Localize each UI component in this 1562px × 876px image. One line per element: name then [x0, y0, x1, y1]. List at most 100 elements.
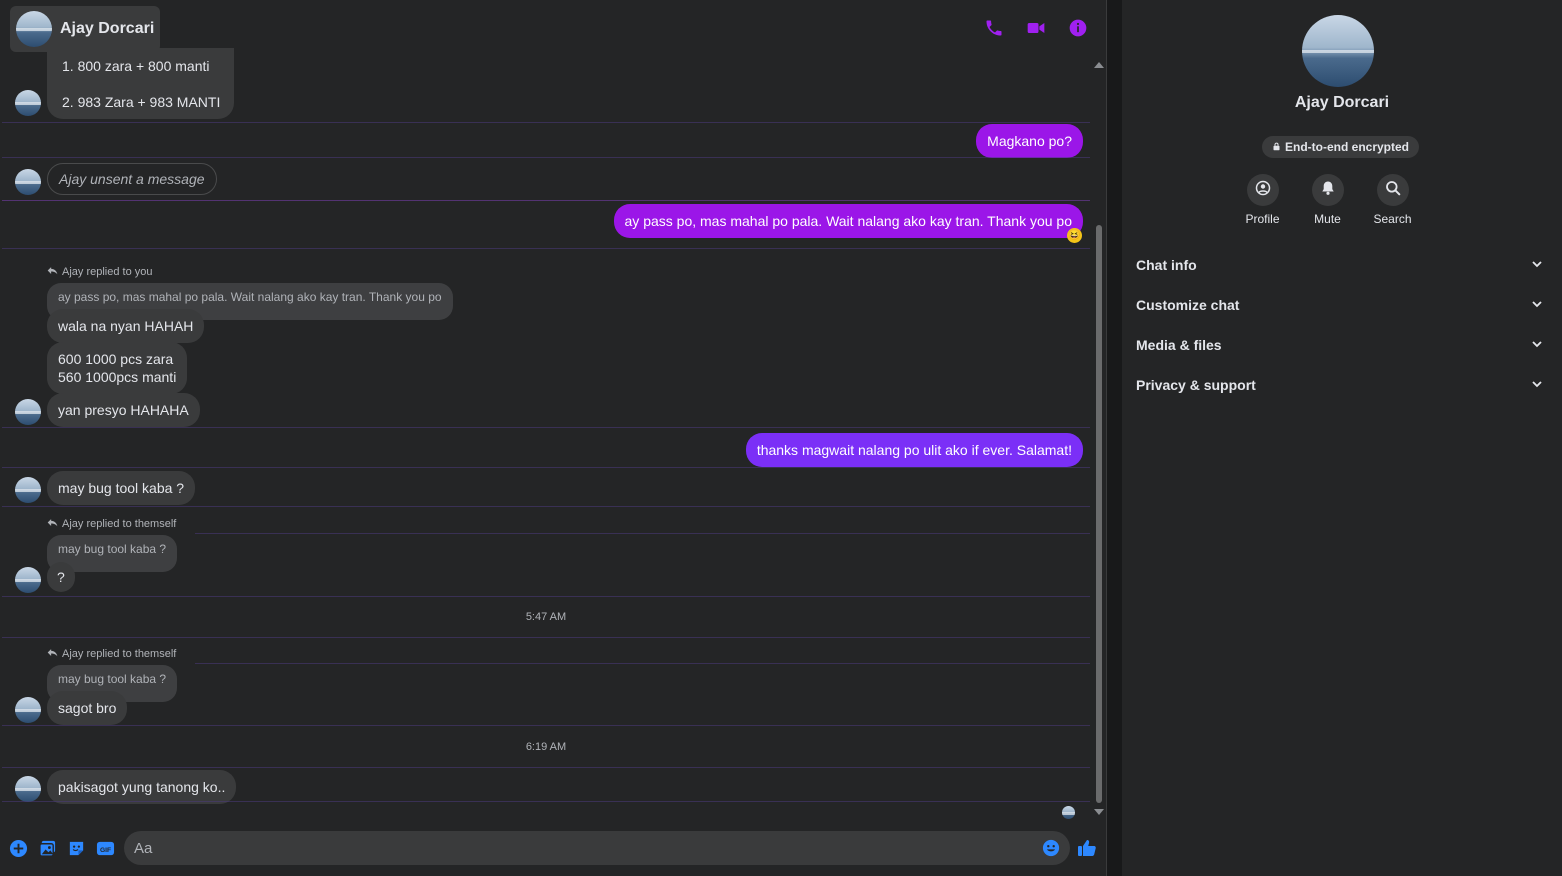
divider — [2, 637, 1090, 638]
contact-name: Ajay Dorcari — [60, 20, 155, 37]
reply-note-text: Ajay replied to themself — [62, 648, 177, 660]
mute-button[interactable]: Mute — [1307, 174, 1348, 226]
divider — [2, 427, 1090, 428]
contact-profile-name: Ajay Dorcari — [1294, 94, 1390, 111]
reply-indicator: Ajay replied to themself — [47, 647, 176, 661]
profile-button-circle — [1246, 174, 1279, 206]
menu-item-label: Privacy & support — [1136, 377, 1256, 393]
message-bubble[interactable]: sagot bro — [47, 691, 128, 725]
message-bubble-outgoing[interactable]: Magkano po? — [976, 124, 1083, 158]
timestamp: 6:19 AM — [525, 741, 567, 753]
search-label: Search — [1373, 212, 1412, 226]
image-icon[interactable] — [38, 839, 57, 858]
thumbs-up-icon[interactable] — [1077, 838, 1097, 858]
message-bubble[interactable]: yan presyo HAHAHA — [47, 393, 200, 427]
seen-receipt-avatar — [1062, 806, 1075, 819]
sticker-icon[interactable] — [67, 839, 86, 858]
encryption-badge[interactable]: End-to-end encrypted — [1262, 136, 1420, 158]
message-bubble[interactable]: 1. 800 zara + 800 manti 2. 983 Zara + 98… — [47, 48, 235, 119]
message-bubble-outgoing[interactable]: thanks magwait nalang po ulit ako if eve… — [745, 433, 1083, 467]
profile-button[interactable]: Profile — [1242, 174, 1283, 226]
divider — [195, 533, 1090, 534]
menu-item-media-files[interactable]: Media & files — [1122, 325, 1562, 365]
reply-icon — [47, 517, 58, 531]
quoted-message[interactable]: ay pass po, mas mahal po pala. Wait nala… — [47, 283, 453, 320]
scroll-down-arrow-icon[interactable] — [1094, 809, 1104, 815]
divider — [2, 122, 1090, 123]
quoted-text: may bug tool kaba ? — [58, 542, 167, 556]
message-text: 600 1000 pcs zara — [58, 351, 174, 367]
menu-item-customize-chat[interactable]: Customize chat — [1122, 285, 1562, 325]
divider — [195, 663, 1090, 664]
menu-item-privacy-support[interactable]: Privacy & support — [1122, 365, 1562, 405]
info-icon[interactable] — [1068, 18, 1088, 38]
contact-avatar — [16, 11, 52, 47]
message-text: 1. 800 zara + 800 manti — [62, 58, 210, 74]
search-button[interactable]: Search — [1372, 174, 1413, 226]
menu-item-label: Media & files — [1136, 337, 1222, 353]
quoted-text: may bug tool kaba ? — [58, 672, 167, 686]
message-text: pakisagot yung tanong ko.. — [58, 779, 226, 795]
scroll-up-arrow-icon[interactable] — [1094, 62, 1104, 68]
divider — [2, 467, 1090, 468]
message-input[interactable] — [134, 831, 1034, 865]
message-text: thanks magwait nalang po ulit ako if eve… — [756, 442, 1072, 458]
divider — [2, 596, 1090, 597]
divider — [2, 801, 1090, 802]
chevron-down-icon — [1530, 337, 1544, 354]
video-icon[interactable] — [1026, 18, 1046, 38]
scroll-thumb[interactable] — [1096, 225, 1102, 803]
reply-icon — [47, 265, 58, 279]
message-bubble[interactable]: wala na nyan HAHAH — [47, 309, 205, 343]
menu-item-chat-info[interactable]: Chat info — [1122, 245, 1562, 285]
message-bubble[interactable]: 600 1000 pcs zara 560 1000pcs manti — [47, 342, 188, 394]
message-composer: GIF — [0, 828, 1106, 868]
chevron-down-icon — [1530, 377, 1544, 394]
emoji-icon[interactable] — [1042, 839, 1060, 857]
quoted-message[interactable]: may bug tool kaba ? — [47, 535, 178, 572]
chat-scrollbar[interactable] — [1094, 60, 1104, 820]
chat-pane: Ajay Dorcari 1. 800 zara + 800 manti 2. … — [0, 0, 1107, 876]
profile-label: Profile — [1245, 212, 1280, 226]
reply-icon — [47, 647, 58, 661]
reaction-emoji[interactable]: 😆 — [1067, 228, 1082, 243]
message-bubble[interactable]: may bug tool kaba ? — [47, 471, 196, 505]
divider — [2, 767, 1090, 768]
unsent-message: Ajay unsent a message — [47, 163, 217, 195]
unsent-text: Ajay unsent a message — [59, 171, 205, 187]
gif-icon[interactable]: GIF — [96, 839, 115, 858]
profile-actions: Profile Mute Search — [1242, 174, 1413, 226]
message-bubble[interactable]: pakisagot yung tanong ko.. — [47, 770, 237, 804]
plus-icon[interactable] — [9, 839, 28, 858]
divider — [2, 725, 1090, 726]
profile-icon — [1255, 180, 1271, 201]
chevron-down-icon — [1530, 297, 1544, 314]
reply-note-text: Ajay replied to you — [62, 266, 153, 278]
message-text: sagot bro — [58, 700, 117, 716]
message-text: may bug tool kaba ? — [58, 480, 185, 496]
lock-icon — [1272, 140, 1281, 154]
message-text: ? — [57, 569, 65, 585]
mute-button-circle — [1311, 174, 1344, 206]
reply-note-text: Ajay replied to themself — [62, 518, 177, 530]
message-bubble[interactable]: ? — [47, 562, 75, 592]
timestamp: 5:47 AM — [525, 611, 567, 623]
message-text: Magkano po? — [987, 133, 1072, 149]
conversation-details-panel: Ajay Dorcari End-to-end encrypted Profil… — [1122, 0, 1562, 876]
contact-profile-avatar[interactable] — [1302, 15, 1374, 87]
menu-item-label: Customize chat — [1136, 297, 1240, 313]
menu-item-label: Chat info — [1136, 257, 1197, 273]
reply-indicator: Ajay replied to themself — [47, 517, 176, 531]
bell-icon — [1320, 180, 1336, 201]
message-text: ay pass po, mas mahal po pala. Wait nala… — [624, 213, 1072, 229]
sender-avatar — [15, 776, 41, 802]
search-icon — [1385, 180, 1401, 201]
phone-icon[interactable] — [984, 18, 1004, 38]
quoted-text: ay pass po, mas mahal po pala. Wait nala… — [58, 290, 442, 304]
chat-header-contact[interactable]: Ajay Dorcari — [10, 6, 161, 52]
message-bubble-outgoing[interactable]: ay pass po, mas mahal po pala. Wait nala… — [613, 204, 1083, 238]
message-text: wala na nyan HAHAH — [58, 318, 194, 334]
encryption-label: End-to-end encrypted — [1285, 140, 1410, 154]
mute-label: Mute — [1314, 212, 1341, 226]
sender-avatar — [15, 90, 41, 116]
